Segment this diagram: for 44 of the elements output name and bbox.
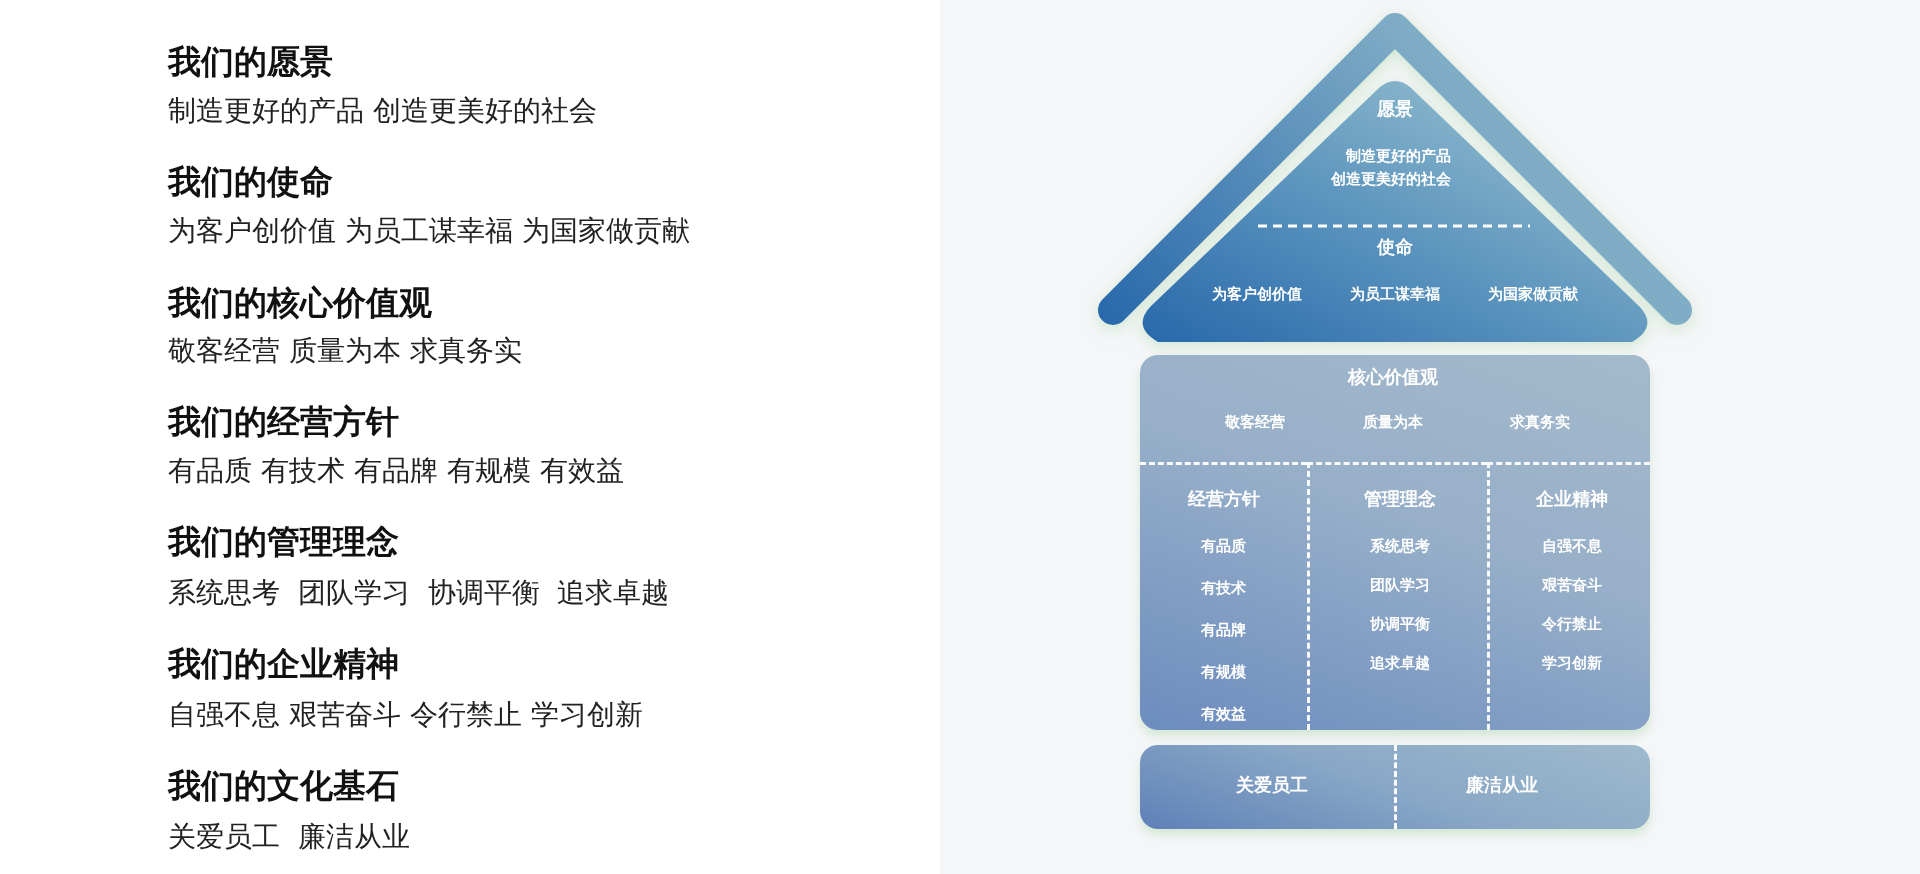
section-title: 核心价值观 (1348, 365, 1438, 389)
section-text: 敬客经营 质量为本 求真务实 (168, 333, 522, 369)
section-text: 令行禁止 (1541, 615, 1602, 634)
section-text: 有品质 有技术 有品牌 有规模 有效益 (168, 453, 624, 489)
section-text: 有技术 (1201, 579, 1246, 598)
section-text: 求真务实 (1510, 413, 1570, 432)
section-text: 团队学习 (1370, 576, 1430, 595)
wall-panel (1140, 355, 1650, 730)
section-text: 有品质 (1201, 537, 1246, 556)
section-title: 愿景 (1377, 97, 1413, 121)
section-title: 关爱员工 (1236, 773, 1308, 797)
section-heading: 我们的愿景 (168, 41, 333, 83)
section-text: 协调平衡 (1370, 615, 1430, 634)
section-heading: 我们的经营方针 (168, 401, 399, 443)
section-text: 系统思考 (1370, 537, 1430, 556)
section-text: 使命 (1377, 235, 1413, 259)
section-heading: 我们的核心价值观 (168, 282, 432, 324)
section-text: 为客户创价值 (1212, 285, 1302, 304)
section-text: 关爱员工 廉洁从业 (168, 819, 410, 855)
section-text: 制造更好的产品 创造更美好的社会 (168, 93, 597, 129)
section-text: 为客户创价值 为员工谋幸福 为国家做贡献 (168, 213, 690, 249)
section-text: 为国家做贡献 (1488, 285, 1578, 304)
section-heading: 我们的管理理念 (168, 521, 399, 563)
section-heading: 我们的企业精神 (168, 643, 399, 685)
section-text: 有品牌 (1201, 621, 1246, 640)
section-text: 自强不息 艰苦奋斗 令行禁止 学习创新 (168, 697, 643, 733)
section-text: 艰苦奋斗 (1541, 576, 1602, 595)
section-text: 系统思考 团队学习 协调平衡 追求卓越 (168, 575, 670, 611)
section-text: 廉洁从业 (1466, 773, 1538, 797)
section-text: 敬客经营 (1225, 413, 1285, 432)
section-title: 经营方针 (1187, 487, 1260, 511)
section-title: 管理理念 (1364, 487, 1436, 511)
section-text: 制造更好的产品创造更美好的社会 (1331, 146, 1451, 190)
section-heading: 我们的文化基石 (168, 765, 399, 807)
section-text: 学习创新 (1541, 654, 1602, 673)
section-title: 企业精神 (1535, 487, 1608, 511)
section-text: 有效益 (1201, 705, 1246, 724)
section-text: 有规模 (1201, 663, 1246, 682)
section-heading: 我们的使命 (168, 161, 333, 203)
section-text: 为员工谋幸福 (1350, 285, 1440, 304)
foundation-panel (1140, 745, 1650, 829)
section-text: 质量为本 (1363, 413, 1423, 432)
section-text: 自强不息 (1541, 537, 1602, 556)
section-text: 追求卓越 (1370, 654, 1430, 673)
